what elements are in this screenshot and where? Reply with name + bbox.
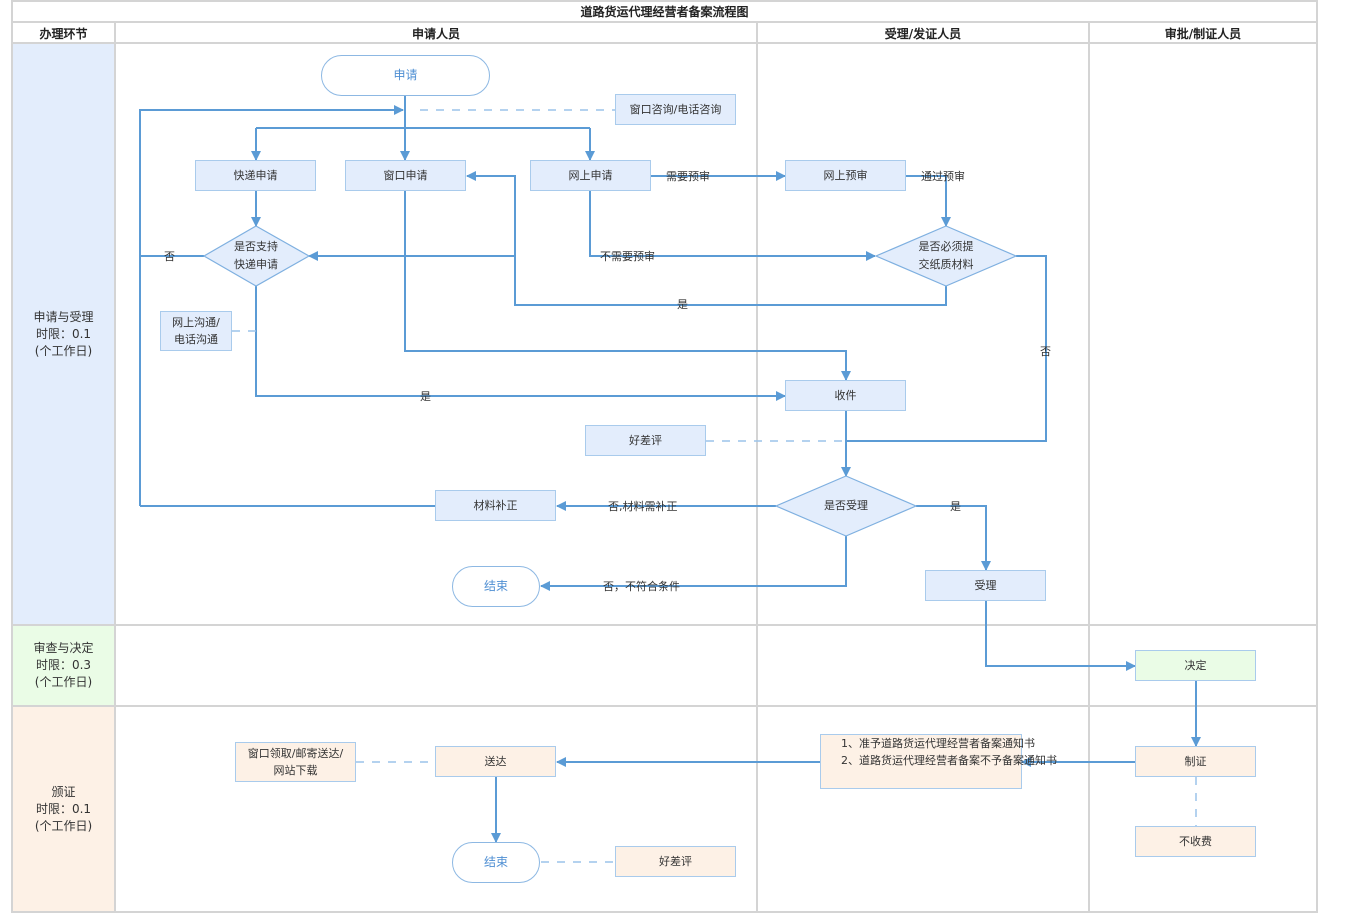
lane-bg-issue [13, 707, 114, 911]
paper-decision-label: 是否必须提 交纸质材料 [918, 240, 974, 271]
rating-node-2: 好差评 [615, 846, 736, 877]
header-acceptor: 受理/发证人员 [884, 26, 962, 41]
lane-label-issue: 颁证 时限：0.1 (个工作日) [34, 784, 93, 833]
window-apply-node: 窗口申请 [345, 160, 466, 191]
online-precheck-node: 网上预审 [785, 160, 906, 191]
express-apply-node: 快递申请 [195, 160, 316, 191]
edge-label-express-yes: 是 [420, 390, 431, 403]
edge-label-express-no: 否 [164, 250, 175, 263]
header-approver: 审批/制证人员 [1164, 26, 1242, 41]
lane-label-review: 审查与决定 时限：0.3 (个工作日) [33, 641, 94, 689]
delivery-methods-node: 窗口领取/邮寄送达/ 网站下载 [235, 742, 356, 782]
diamond-express-decision [202, 225, 311, 287]
end-node-2: 结束 [452, 842, 540, 883]
lane-label-apply: 申请与受理 时限：0.1 (个工作日) [33, 309, 94, 358]
deliver-node: 送达 [435, 746, 556, 777]
no-fee-node: 不收费 [1135, 826, 1256, 857]
edge-accept-to-decide [985, 601, 1136, 671]
edge-label-supplement: 否,材料需补正 [608, 500, 678, 513]
receive-node: 收件 [785, 380, 906, 411]
edge-pass-precheck [906, 175, 951, 227]
edge-loop-back [139, 105, 404, 506]
express-decision-label: 是否支持 快递申请 [234, 240, 278, 271]
edge-window-to-receive [404, 191, 851, 381]
edge-label-paper-no: 否 [1040, 345, 1051, 358]
online-comm-node: 网上沟通/ 电话沟通 [160, 311, 232, 351]
supplement-node: 材料补正 [435, 490, 556, 521]
table-border [11, 0, 1318, 913]
edge-paper-yes [466, 171, 947, 306]
edge-paper-no [846, 255, 1047, 442]
header-applicant: 申请人员 [411, 26, 460, 41]
edge-label-reject: 否，不符合条件 [603, 580, 680, 593]
accept-node: 受理 [925, 570, 1046, 601]
edge-accept-yes [916, 505, 991, 571]
online-apply-node: 网上申请 [530, 160, 651, 191]
accept-decision-label: 是否受理 [824, 499, 868, 512]
edge-label-paper-yes: 是 [677, 298, 688, 311]
certify-node: 制证 [1135, 746, 1256, 777]
edge-reject [540, 536, 847, 591]
decide-node: 决定 [1135, 650, 1256, 681]
consult-node: 窗口咨询/电话咨询 [615, 94, 736, 125]
notices-node: 1、准予道路货运代理经营者备案通知书 2、道路货运代理经营者备案不予备案通知书 [820, 734, 1057, 789]
lane-bg-apply [13, 44, 114, 624]
edge-label-pass-precheck: 通过预审 [921, 170, 965, 183]
header-stage: 办理环节 [39, 26, 88, 41]
edge-no-precheck [589, 191, 876, 261]
edge-label-need-precheck: 需要预审 [666, 170, 710, 183]
diamond-accept-decision [774, 475, 918, 537]
end-node-1: 结束 [452, 566, 540, 607]
edge-label-no-precheck: 不需要预审 [600, 250, 655, 263]
chart-title: 道路货运代理经营者备案流程图 [580, 4, 749, 19]
start-node: 申请 [321, 55, 490, 96]
rating-node-1: 好差评 [585, 425, 706, 456]
lane-bg-review [13, 626, 114, 705]
edge-express-yes [255, 286, 786, 401]
notice-item-reject: 2、道路货运代理经营者备案不予备案通知书 [841, 754, 1057, 767]
diamond-paper-decision [874, 225, 1018, 287]
notice-item-approve: 1、准予道路货运代理经营者备案通知书 [841, 737, 1035, 750]
edge-label-accept-yes: 是 [950, 500, 961, 513]
